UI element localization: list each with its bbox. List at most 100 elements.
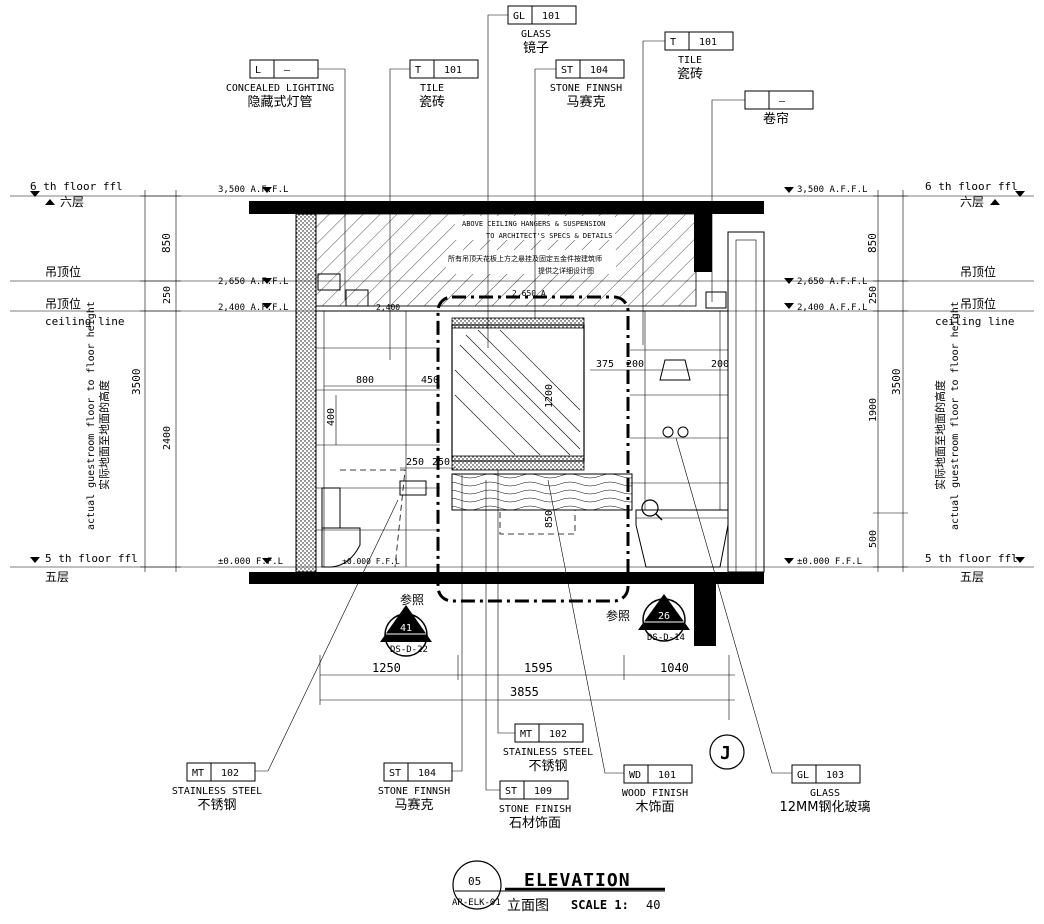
side-note-cn-left: 实际地面至地面的高度 [97,380,111,490]
toilet [321,469,406,568]
ref1-num: 41 [400,623,412,634]
floor6-label-right: 6 th floor ffl [925,180,1018,193]
ceiling-line-label: ceiling line [45,315,124,328]
grid-marker-circle [709,734,745,770]
title-sheet: AR-ELK-01 [452,898,501,908]
affl-2400-right: 2,400 A.F.F.L [797,303,867,313]
ceiling-note-cn1: 所有吊顶天花板上方之悬挂及固定五金件按建筑师 [448,254,602,263]
callout-material-en: GLASS [810,788,840,799]
callout-code: ST [389,768,401,779]
level-triangle-icon [1015,191,1025,197]
level-triangle-icon [990,199,1000,205]
callout-tag-box [791,764,861,784]
floor5-cn-right: 五层 [960,570,984,584]
left-wall [295,213,317,573]
ceiling-cn-right-2: 吊顶位 [960,296,996,311]
ceiling-cn-label: 吊顶位 [45,264,81,279]
callout-material-en: STONE FINNSH [550,83,622,94]
callout-material-cn: 瓷砖 [677,67,703,82]
dim-250-right: 250 [868,286,879,304]
dim-1200: 1200 [544,384,555,408]
callout-code: ST [505,786,517,797]
callout-number: 102 [221,768,239,779]
right-dimensions: 850 250 3500 1900 500 actual guestroom f… [866,190,961,572]
callout-tag-box [623,764,693,784]
side-note-en-right: actual guestroom floor to floor height [950,301,961,530]
left-level-labels: 6 th floor ffl 六层 吊顶位 吊顶位 ceiling line 5… [30,180,138,584]
ceiling-slab [249,201,764,214]
callout-material-en: STAINLESS STEEL [503,747,593,758]
dim-3500-right: 3500 [890,369,903,396]
ceiling-cn-label-2: 吊顶位 [45,296,81,311]
callout-tag-box [383,762,453,782]
scale-label: SCALE 1: [571,898,629,912]
bathtub [635,359,729,568]
affl-0-left: ±0.000 F.F.L [218,557,283,567]
magnifier-icon [641,499,659,517]
callout-number: 104 [418,768,436,779]
dim-2400-left: 2400 [162,426,173,450]
affl-2650-mid: 2,650 A [512,289,546,298]
callout-code: L [255,65,261,76]
dim-500-right: 500 [868,530,879,548]
callout-material-en: STONE FINNSH [378,786,450,797]
callout-tag-box [186,762,256,782]
callout-number: – [779,96,786,107]
callout-tag-box [499,780,569,800]
toilet-roll-holder [399,480,427,496]
side-note-en-left: actual guestroom floor to floor height [86,301,97,530]
dim-1040: 1040 [660,661,689,675]
affl-labels-right: 3,500 A.F.F.L 2,650 A.F.F.L 2,400 A.F.F.… [784,185,867,567]
basin-outline [499,509,576,535]
dim-200a: 200 [626,359,644,370]
callout-material-cn: 瓷砖 [419,95,445,110]
callout-code: T [415,65,421,76]
ref1-sheet: DS-D-22 [390,645,428,655]
callout-code: MT [520,729,532,740]
level-triangle-icon [45,199,55,205]
callout-material-cn: 木饰面 [635,800,674,815]
level-triangle-icon [784,303,794,309]
title-num: 05 [468,875,481,888]
vanity-counter [451,473,633,511]
section-structure [249,201,765,646]
ref1-label: 参照 [400,592,424,607]
top-callouts [307,14,745,360]
level-triangle-icon [30,557,40,563]
ceiling-note-cn2: 提供之详细设计图 [538,266,594,275]
dim-3855: 3855 [510,685,539,699]
callout-material-en: TILE [420,83,444,94]
floor5-label-right: 5 th floor ffl [925,552,1018,565]
dim-375: 375 [596,359,614,370]
inner-dimensions: 800 450 400 250 250 1200 375 200 200 850… [324,289,729,566]
affl-0-right: ±0.000 F.F.L [797,557,862,567]
dim-800: 800 [356,375,374,386]
dim-850-inner: 850 [544,510,555,528]
floor6-label: 6 th floor ffl [30,180,123,193]
callout-tag-box [507,5,577,25]
ceiling-line-right: ceiling line [935,315,1014,328]
ceiling-note-en1: ABOVE CEILING HANGERS & SUSPENSION [462,220,605,228]
callout-material-cn: 石材饰面 [509,816,561,831]
reference-marker-1: 参照 41 DS-D-22 [380,592,432,657]
dim-850-right: 850 [866,233,879,253]
grid-marker-label: J [720,743,731,764]
title-circle [452,860,502,910]
callout-material-cn: 隐藏式灯管 [247,95,312,110]
top-callout-5: –卷帘 [744,90,814,127]
floor6-cn-right: 六层 [960,195,984,209]
callout-number: 103 [826,770,844,781]
floor-slab [249,572,764,584]
dim-250-left: 250 [162,286,173,304]
callout-material-cn: 不锈钢 [528,759,567,774]
light-cove-left [317,273,341,291]
tile-grid-left [316,311,440,567]
affl-3500-left: 3,500 A.F.F.L [218,185,288,195]
